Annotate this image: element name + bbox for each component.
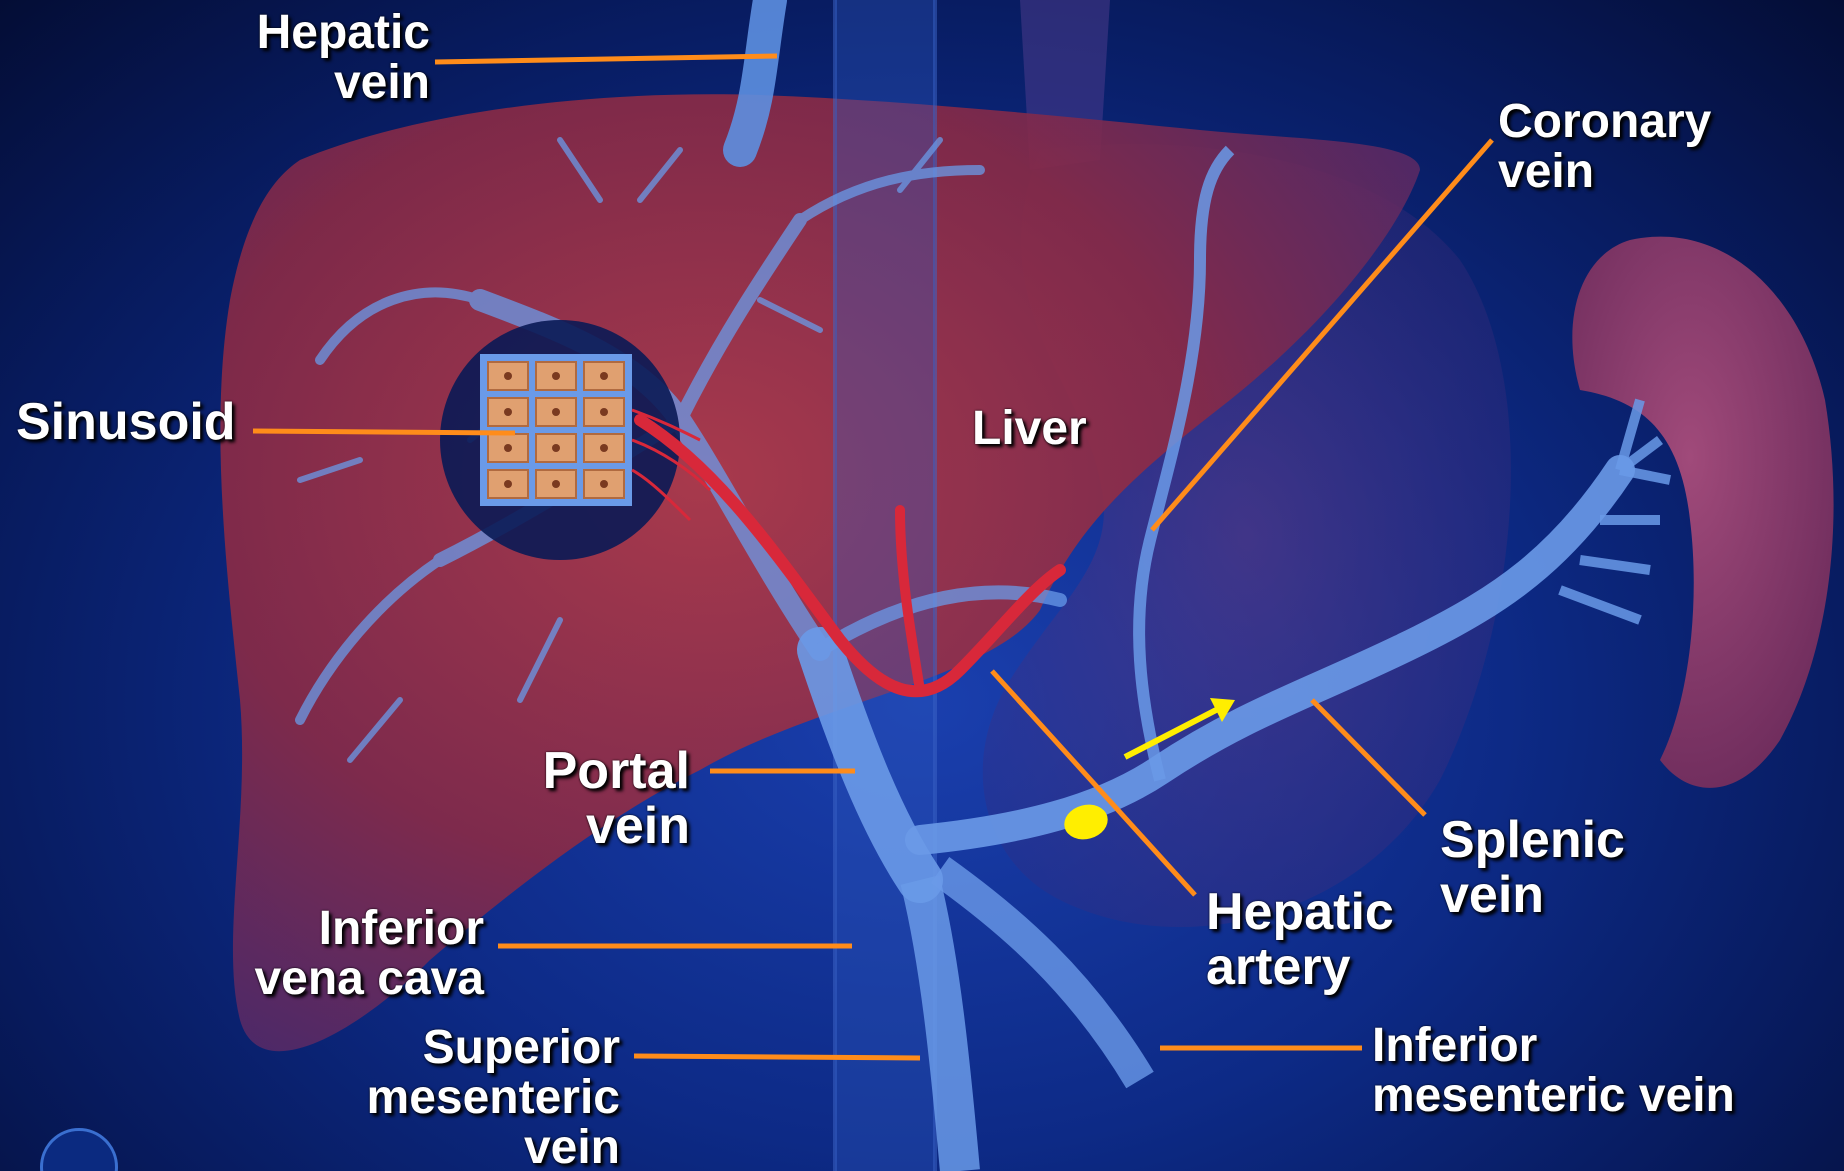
spleen-shape xyxy=(1572,237,1833,788)
hepatocyte-nucleus xyxy=(552,372,560,380)
sinusoid-channel xyxy=(480,354,488,506)
label-superior-mesenteric-vein-line3: vein xyxy=(350,1123,620,1171)
label-splenic-vein-line2: vein xyxy=(1440,868,1625,923)
hepatocyte-nucleus xyxy=(504,372,512,380)
label-splenic-vein-line1: Splenic xyxy=(1440,813,1625,868)
label-hepatic-vein-line2: vein xyxy=(200,58,430,108)
label-portal-vein-line2: vein xyxy=(480,799,690,854)
hepatocyte-nucleus xyxy=(504,480,512,488)
leader-superior-mesenteric-vein xyxy=(634,1056,920,1058)
label-splenic-vein: Splenic vein xyxy=(1440,813,1625,923)
leader-sinusoid xyxy=(253,431,515,433)
sinusoid-channel xyxy=(624,354,632,506)
label-coronary-vein-line2: vein xyxy=(1498,147,1711,197)
label-hepatic-artery: Hepatic artery xyxy=(1206,885,1394,995)
label-liver-line1: Liver xyxy=(972,404,1087,454)
sinusoid-channel xyxy=(484,390,632,398)
label-portal-vein-line1: Portal xyxy=(480,744,690,799)
label-sinusoid-line1: Sinusoid xyxy=(16,397,236,447)
label-coronary-vein: Coronary vein xyxy=(1498,97,1711,197)
hepatocyte-nucleus xyxy=(600,444,608,452)
label-inferior-vena-cava: Inferior vena cava xyxy=(228,904,484,1004)
label-superior-mesenteric-vein-line2: mesenteric xyxy=(350,1073,620,1123)
hepatocyte-nucleus xyxy=(600,480,608,488)
label-portal-vein: Portal vein xyxy=(480,744,690,854)
label-hepatic-vein-line1: Hepatic xyxy=(200,8,430,58)
hepatocyte-nucleus xyxy=(600,408,608,416)
sinusoid-channel xyxy=(528,354,536,506)
label-liver: Liver xyxy=(972,404,1087,454)
hepatocyte-nucleus xyxy=(552,444,560,452)
hepatocyte-nucleus xyxy=(600,372,608,380)
sinusoid-channel xyxy=(484,354,632,362)
label-inferior-vena-cava-line1: Inferior xyxy=(228,904,484,954)
label-coronary-vein-line1: Coronary xyxy=(1498,97,1711,147)
sinusoid-channel xyxy=(484,498,632,506)
hepatocyte-nucleus xyxy=(552,408,560,416)
leader-hepatic-vein xyxy=(435,56,777,62)
hepatocyte-nucleus xyxy=(504,444,512,452)
sinusoid-channel xyxy=(576,354,584,506)
label-hepatic-artery-line1: Hepatic xyxy=(1206,885,1394,940)
hepatic-vein-trunk xyxy=(740,0,770,150)
label-hepatic-vein: Hepatic vein xyxy=(200,8,430,108)
label-inferior-mesenteric-vein-line1: Inferior xyxy=(1372,1021,1735,1071)
label-superior-mesenteric-vein-line1: Superior xyxy=(350,1023,620,1073)
label-inferior-mesenteric-vein-line2: mesenteric vein xyxy=(1372,1071,1735,1121)
label-sinusoid: Sinusoid xyxy=(16,397,236,447)
label-superior-mesenteric-vein: Superior mesenteric vein xyxy=(350,1023,620,1171)
label-hepatic-artery-line2: artery xyxy=(1206,940,1394,995)
hepatocyte-nucleus xyxy=(504,408,512,416)
hepatocyte-nucleus xyxy=(552,480,560,488)
label-inferior-vena-cava-line2: vena cava xyxy=(228,954,484,1004)
sinusoid-channel xyxy=(484,462,632,470)
label-inferior-mesenteric-vein: Inferior mesenteric vein xyxy=(1372,1021,1735,1121)
